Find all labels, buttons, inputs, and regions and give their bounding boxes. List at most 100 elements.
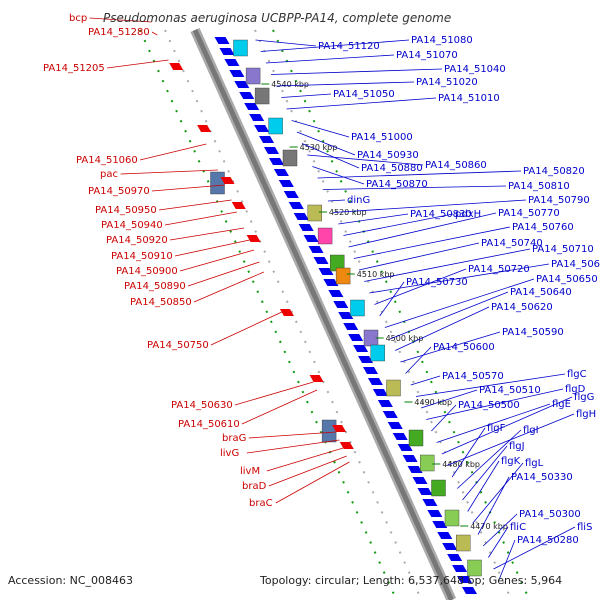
right-gene-label: PA14_50300 (519, 509, 581, 520)
right-gene-label: dinG (347, 195, 370, 206)
accession-text: Accession: NC_008463 (8, 574, 134, 587)
dotted-guide-line (254, 29, 513, 600)
orf-arrow-forward (293, 213, 309, 220)
orf-arrow-reverse (339, 442, 354, 449)
scale-tick-label: 4490 kbp (414, 398, 452, 407)
right-gene-label: PA14_50820 (523, 166, 585, 177)
orf-arrow-forward (407, 466, 423, 473)
cog-block (386, 379, 401, 397)
right-leader-line (343, 213, 454, 236)
right-leader-line (441, 396, 573, 455)
right-gene-label: flgF (487, 423, 506, 434)
left-gene-label: PA14_50950 (95, 205, 157, 216)
right-gene-label: PA14_51010 (438, 93, 500, 104)
right-leader-line (271, 68, 443, 75)
left-leader-line (120, 169, 219, 175)
right-leader-line (400, 331, 501, 363)
orf-arrow-forward (412, 477, 428, 484)
orf-arrow-forward (457, 576, 473, 583)
right-gene-label: flgK (501, 456, 521, 467)
right-gene-label: PA14_51040 (444, 64, 506, 75)
right-leader-line (426, 388, 564, 420)
scale-tick-label: 4470 kbp (470, 522, 508, 531)
orf-arrow-forward (273, 169, 289, 176)
right-gene-label: PA14_51120 (318, 41, 380, 52)
orf-arrow-forward (377, 400, 393, 407)
orf-arrow-reverse (246, 235, 261, 242)
right-gene-label: PA14_50650 (536, 274, 598, 285)
right-gene-label: PA14_50600 (433, 342, 495, 353)
right-leader-line (493, 526, 576, 570)
orf-arrow-forward (372, 389, 388, 396)
orf-arrow-forward (353, 345, 369, 352)
cog-block (282, 149, 298, 167)
orf-arrow-forward (452, 565, 468, 572)
orf-arrow-forward (348, 334, 364, 341)
orf-arrow-forward (333, 301, 349, 308)
left-gene-label: PA14_50900 (116, 266, 178, 277)
cog-block (307, 204, 322, 222)
feature-tracks (139, 27, 531, 600)
left-gene-label: PA14_50850 (130, 297, 192, 308)
orf-arrow-forward (239, 92, 255, 99)
right-gene-label: PA14_50570 (442, 371, 504, 382)
left-leader-line (169, 227, 245, 241)
right-gene-label: flgL (525, 458, 544, 469)
left-gene-label: PA14_50610 (178, 419, 240, 430)
orf-arrow-reverse (279, 309, 294, 316)
orf-arrow-forward (402, 455, 418, 462)
right-gene-label: flgD (565, 384, 586, 395)
left-gene-label: pac (100, 169, 118, 180)
orf-arrow-forward (229, 70, 245, 77)
right-gene-label: PA14_50640 (510, 287, 572, 298)
right-leader-line (312, 166, 365, 185)
right-leader-line (353, 226, 511, 259)
cog-block (431, 479, 446, 497)
right-gene-label: PA14_50720 (468, 264, 530, 275)
right-gene-label: PA14_50740 (481, 238, 543, 249)
left-gene-label: braG (222, 433, 246, 444)
left-gene-label: PA14_51280 (88, 27, 150, 38)
dotted-guide-line (272, 29, 531, 600)
left-leader-line (246, 439, 340, 454)
cog-block (408, 429, 424, 447)
right-leader-line (467, 460, 500, 512)
orf-arrow-forward (447, 554, 463, 561)
right-leader-line (260, 39, 410, 52)
left-leader-line (89, 17, 152, 23)
right-gene-label: PA14_50810 (508, 181, 570, 192)
right-gene-label: pdxH (455, 209, 481, 220)
orf-arrow-forward (382, 411, 398, 418)
cog-block (268, 117, 283, 135)
right-leader-line (482, 513, 518, 547)
right-leader-line (327, 199, 346, 202)
right-gene-label: PA14_50280 (517, 535, 579, 546)
orf-arrow-reverse (220, 177, 235, 184)
right-leader-line (420, 389, 478, 409)
scale-tick-label: 4530 kbp (300, 143, 338, 152)
right-leader-line (472, 462, 524, 524)
right-gene-label: PA14_50730 (406, 277, 468, 288)
left-gene-label: livG (220, 448, 239, 459)
right-leader-line (498, 539, 516, 581)
orf-arrow-forward (328, 290, 344, 297)
left-leader-line (179, 249, 255, 272)
right-leader-line (436, 403, 551, 443)
right-leader-line (276, 81, 415, 87)
orf-arrow-forward (288, 202, 304, 209)
left-leader-line (248, 431, 336, 439)
orf-arrow-forward (224, 59, 240, 66)
right-leader-line (384, 278, 535, 328)
orf-arrow-forward (264, 147, 279, 154)
right-gene-label: PA14_50830 (410, 209, 472, 220)
right-leader-line (291, 120, 350, 138)
right-leader-line (281, 93, 332, 98)
topology-text: Topology: circular; Length: 6,537,648 bp… (260, 574, 563, 587)
left-gene-label: PA14_50920 (106, 235, 168, 246)
right-gene-label: PA14_50510 (479, 385, 541, 396)
left-leader-line (187, 261, 260, 287)
orf-arrow-forward (363, 367, 378, 374)
left-gene-label: livM (240, 466, 260, 477)
orf-arrow-forward (442, 543, 458, 550)
